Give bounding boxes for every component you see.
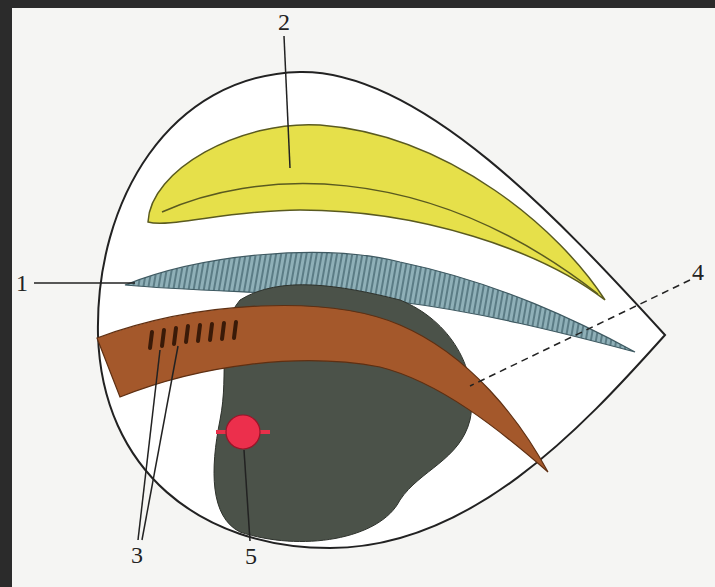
callout-number: 3: [131, 543, 143, 567]
callout-number: 4: [692, 260, 704, 284]
callout-number: 2: [278, 10, 290, 34]
callout-number: 5: [245, 544, 257, 568]
body-outline: [98, 72, 665, 548]
foot-stripes: [150, 322, 236, 348]
foot: [97, 306, 548, 472]
ground: [12, 8, 715, 587]
leader-lines: [34, 36, 690, 541]
heart: [226, 415, 260, 449]
callout-number: 1: [16, 271, 28, 295]
